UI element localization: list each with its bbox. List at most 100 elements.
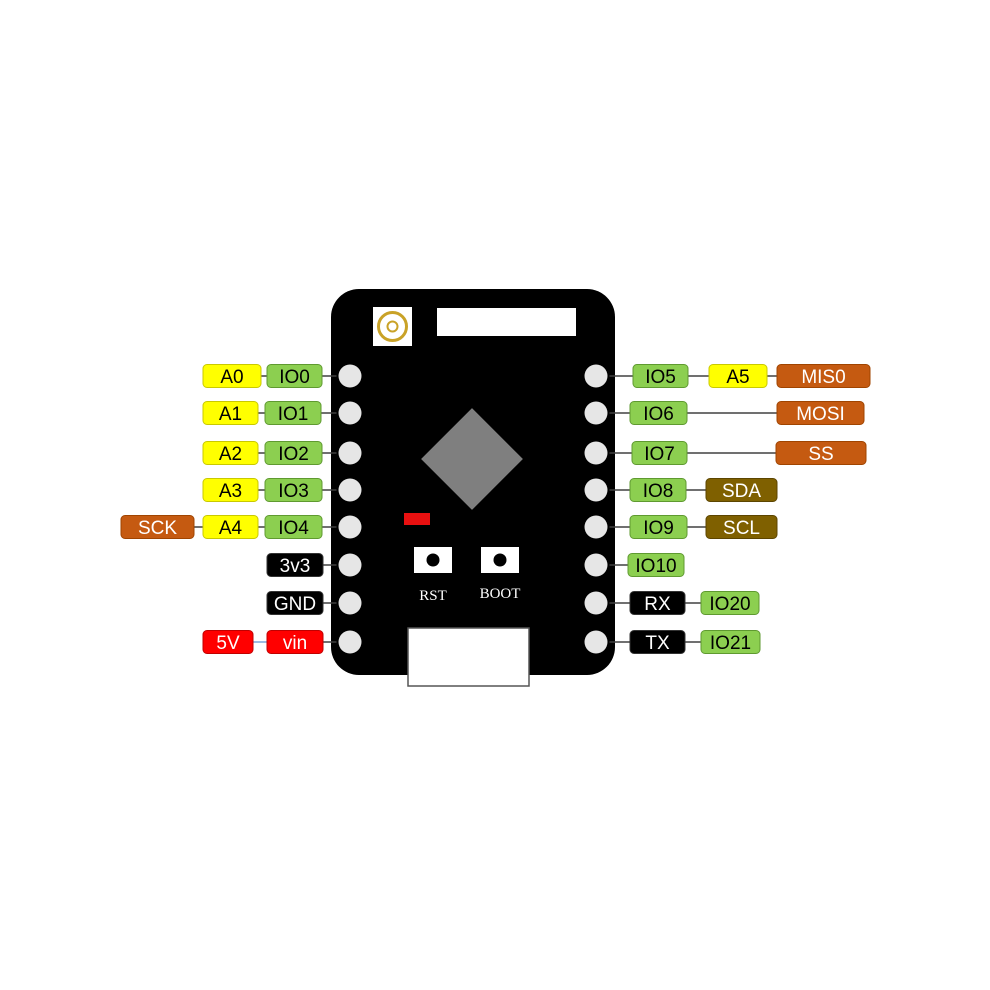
- left-pin-row-1: A0 IO0: [202, 364, 337, 388]
- pin-label-text: A2: [219, 444, 242, 465]
- right-pad-7: [584, 591, 608, 615]
- left-pad-8: [338, 630, 362, 654]
- left-pad-6: [338, 553, 362, 577]
- pin-label-text: TX: [645, 633, 670, 654]
- mcu-chip: [421, 408, 523, 510]
- pin-label-text: A3: [219, 481, 242, 502]
- right-pin-row-6: IO10: [609, 553, 685, 577]
- pin-label-text: IO2: [278, 444, 309, 465]
- pin-label-text: IO3: [278, 481, 309, 502]
- pin-label-box: [266, 591, 324, 615]
- right-pin-row-3: IO7 SS: [609, 441, 867, 465]
- left-pin-row-7: GND: [266, 591, 337, 615]
- pin-label-box: [776, 401, 865, 425]
- pin-label-box: [629, 401, 688, 425]
- pin-label-box: [632, 364, 689, 388]
- right-pad-1: [584, 364, 608, 388]
- right-pin-row-1: IO5 A5 MIS0: [609, 364, 871, 388]
- pin-label-box: [266, 630, 324, 654]
- rst-button[interactable]: [414, 547, 452, 573]
- pin-label-text: IO8: [643, 481, 674, 502]
- pin-label-text: 5V: [216, 633, 240, 654]
- left-pad-4: [338, 478, 362, 502]
- pin-label-text: IO5: [645, 367, 676, 388]
- boot-button[interactable]: [481, 547, 519, 573]
- left-pin-row-6: 3v3: [266, 553, 337, 577]
- pin-label-box: [700, 591, 760, 615]
- pin-label-box: [202, 630, 254, 654]
- left-pad-1: [338, 364, 362, 388]
- pin-label-box: [202, 441, 259, 465]
- pin-label-box: [120, 515, 195, 539]
- left-pad-3: [338, 441, 362, 465]
- pin-label-text: IO1: [278, 404, 309, 425]
- pin-label-box: [629, 515, 688, 539]
- pin-label-box: [700, 630, 761, 654]
- pin-label-text: SS: [808, 444, 833, 465]
- pin-label-box: [705, 478, 778, 502]
- left-pad-5: [338, 515, 362, 539]
- pin-label-box: [629, 478, 687, 502]
- left-pad-2: [338, 401, 362, 425]
- pin-label-text: IO7: [644, 444, 675, 465]
- pin-label-text: SCK: [138, 518, 177, 539]
- right-pad-3: [584, 441, 608, 465]
- pin-label-text: SDA: [722, 481, 761, 502]
- left-pin-row-5: SCK A4 IO4: [120, 515, 337, 539]
- pin-label-box: [264, 515, 323, 539]
- pin-label-box: [202, 478, 259, 502]
- rst-button-label: RST: [419, 588, 447, 604]
- pin-label-box: [708, 364, 768, 388]
- pin-label-box: [776, 364, 871, 388]
- pin-label-text: GND: [274, 594, 316, 615]
- pin-label-text: IO9: [643, 518, 674, 539]
- pin-label-box: [629, 630, 686, 654]
- pin-label-box: [264, 478, 323, 502]
- left-pin-row-8: 5V vin: [202, 630, 337, 654]
- right-pad-5: [584, 515, 608, 539]
- left-pin-row-2: A1 IO1: [202, 401, 337, 425]
- right-pin-row-8: TX IO21: [609, 630, 761, 654]
- pin-label-text: RX: [644, 594, 671, 615]
- pin-label-text: vin: [283, 633, 307, 654]
- right-pad-2: [584, 401, 608, 425]
- pin-label-box: [266, 364, 323, 388]
- usb-c-connector: [407, 627, 530, 687]
- antenna-connector-icon: [373, 307, 412, 346]
- dev-board: RST BOOT: [331, 289, 615, 687]
- pin-label-text: A5: [726, 367, 749, 388]
- right-pad-8: [584, 630, 608, 654]
- pin-label-box: [775, 441, 867, 465]
- board-silkscreen-label-area: [437, 308, 576, 336]
- right-pad-4: [584, 478, 608, 502]
- pin-label-text: IO4: [278, 518, 309, 539]
- right-pad-6: [584, 553, 608, 577]
- pin-label-box: [202, 515, 259, 539]
- pin-label-text: A1: [219, 404, 242, 425]
- pin-label-text: MOSI: [796, 404, 845, 425]
- pin-label-text: IO6: [643, 404, 674, 425]
- pin-label-box: [202, 401, 259, 425]
- pin-label-box: [264, 441, 323, 465]
- pin-label-text: MIS0: [801, 367, 845, 388]
- pin-label-text: IO0: [279, 367, 310, 388]
- pin-label-box: [627, 553, 685, 577]
- left-pad-7: [338, 591, 362, 615]
- header-pads: [338, 364, 608, 654]
- pin-label-box: [202, 364, 262, 388]
- right-pin-row-2: IO6 MOSI: [609, 401, 865, 425]
- status-led: [404, 513, 430, 525]
- right-pin-row-4: IO8 SDA: [609, 478, 778, 502]
- pin-label-text: A4: [219, 518, 243, 539]
- left-pin-row-3: A2 IO2: [202, 441, 337, 465]
- pin-label-text: IO21: [710, 633, 751, 654]
- pin-label-text: A0: [220, 367, 243, 388]
- pin-label-box: [264, 401, 322, 425]
- boot-button-label: BOOT: [480, 586, 521, 602]
- pin-label-box: [631, 441, 688, 465]
